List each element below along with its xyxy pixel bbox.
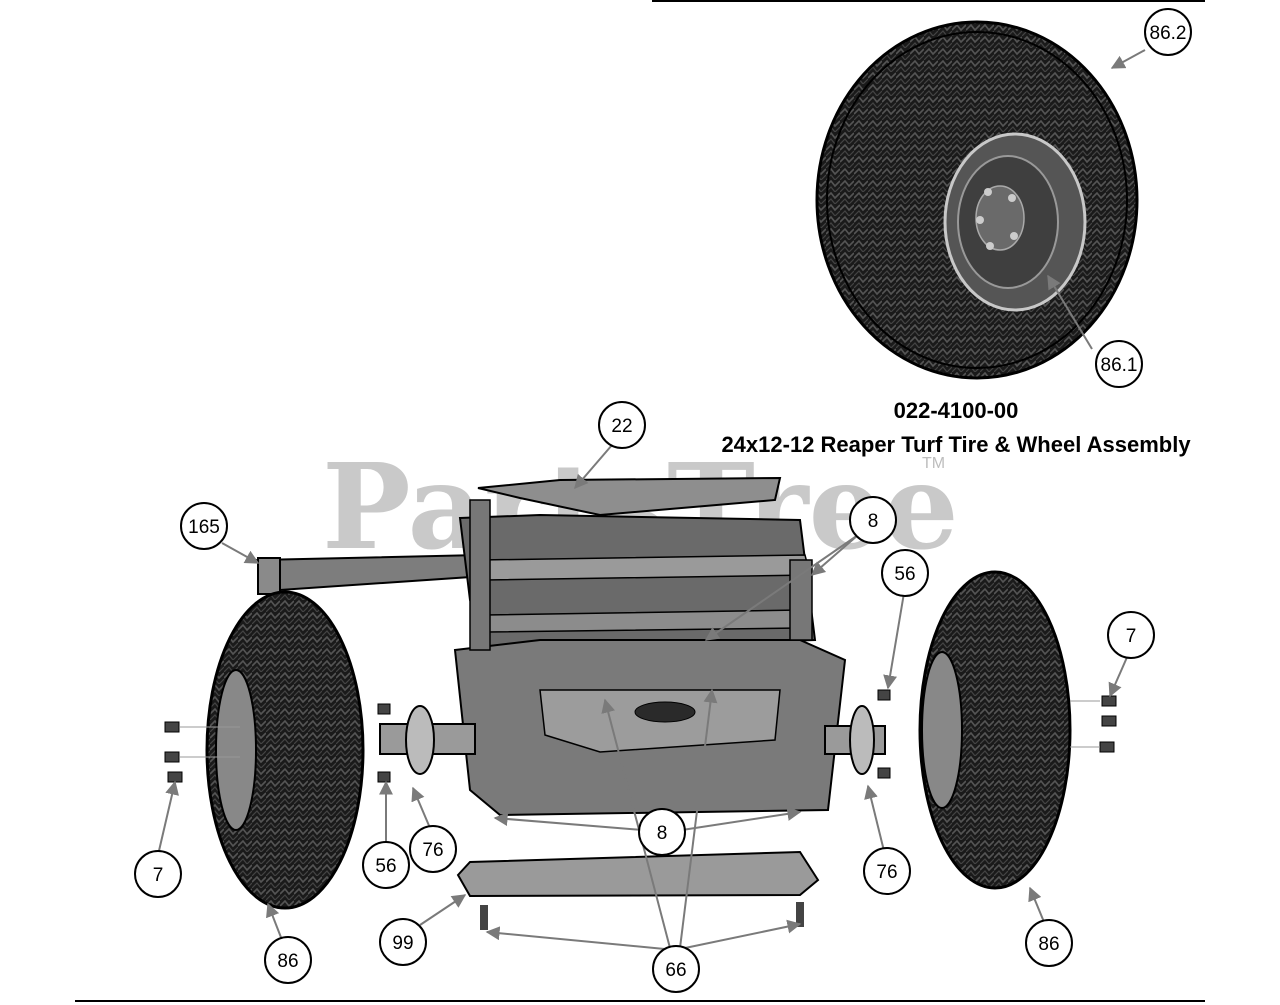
svg-text:8: 8 [868,511,879,532]
assembly-description: 24x12-12 Reaper Turf Tire & Wheel Assemb… [721,432,1191,457]
callout-8-top: 8 [849,496,897,544]
callout-8-bottom: 8 [638,808,686,856]
svg-text:8: 8 [657,823,668,844]
leader-lines [157,49,1146,951]
svg-text:165: 165 [188,517,220,538]
svg-text:76: 76 [422,840,443,861]
callout-7-right: 7 [1107,611,1155,659]
svg-text:66: 66 [665,960,686,981]
svg-text:99: 99 [392,933,413,954]
svg-text:86: 86 [277,951,298,972]
callout-56-left: 56 [362,841,410,889]
callout-99: 99 [379,918,427,966]
left-tire-illustration [205,590,365,910]
callout-165: 165 [180,502,228,550]
callout-56-right: 56 [881,549,929,597]
svg-text:86.1: 86.1 [1101,355,1138,376]
svg-text:7: 7 [153,865,164,886]
callout-86-2: 86.2 [1144,8,1192,56]
callout-76-right: 76 [863,847,911,895]
callout-86-1: 86.1 [1095,340,1143,388]
svg-text:22: 22 [611,416,632,437]
left-lug-nuts [164,703,391,783]
callout-22: 22 [598,401,646,449]
right-tire-illustration [918,570,1072,890]
svg-text:86: 86 [1038,934,1059,955]
svg-text:76: 76 [876,862,897,883]
tire-wheel-assembly-illustration [815,20,1139,380]
svg-text:56: 56 [894,564,915,585]
svg-text:7: 7 [1126,626,1137,647]
callout-76-left: 76 [409,825,457,873]
callout-7-left: 7 [134,850,182,898]
svg-text:TM: TM [922,455,945,472]
assembly-part-number: 022-4100-00 [894,398,1019,423]
callout-66: 66 [652,945,700,993]
chassis-frame-illustration [256,476,886,930]
callout-86-right: 86 [1025,919,1073,967]
callout-86-left: 86 [264,936,312,984]
svg-text:86.2: 86.2 [1150,23,1187,44]
svg-text:56: 56 [375,856,396,877]
right-lug-nuts [877,689,1117,779]
